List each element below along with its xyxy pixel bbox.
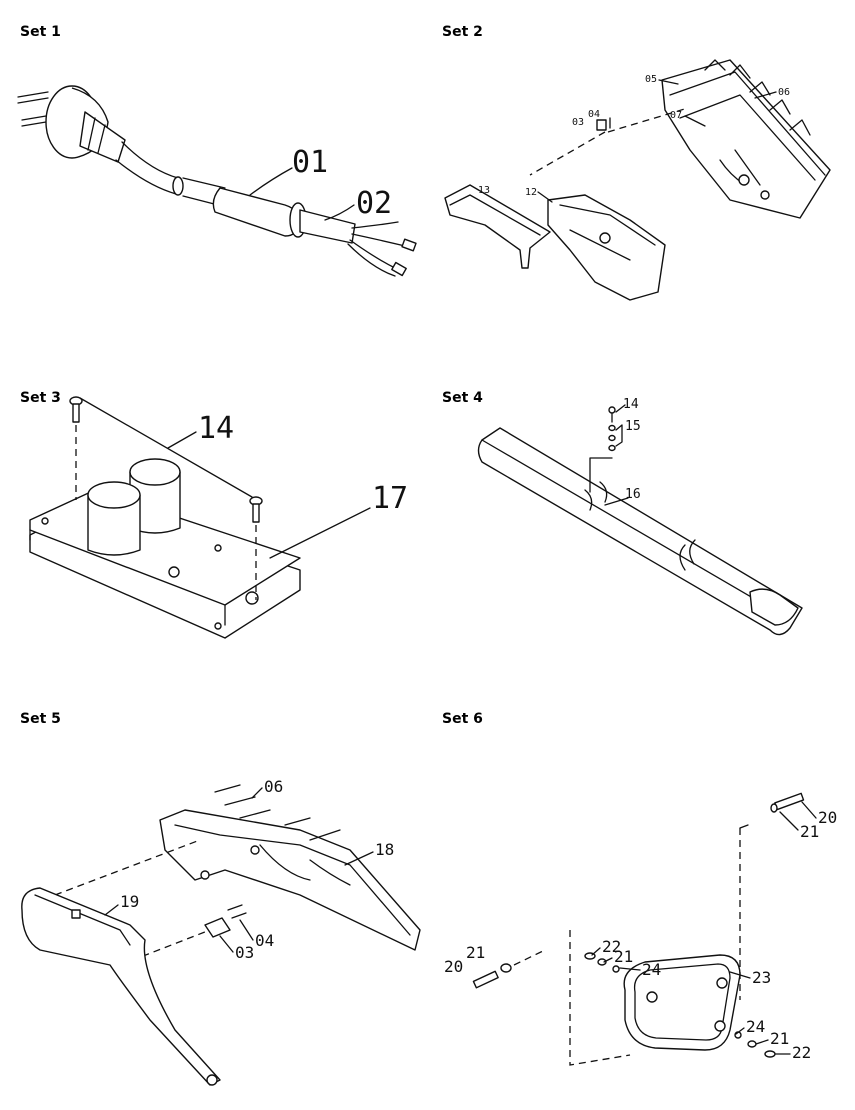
label-14: 14 [623,397,639,412]
wire-ends [347,221,417,277]
set-4-title: Set 4 [442,390,483,406]
upper-housing-half [661,59,831,219]
label-17: 17 [372,481,408,516]
set-5-frame-diagram: 06 18 19 04 03 [21,777,421,1086]
label-03: 03 [235,943,254,962]
label-06: 06 [264,777,283,796]
label-15: 15 [625,419,641,434]
set-2-housing-diagram: 05 06 07 04 03 12 13 [444,59,831,301]
set-4-tube-diagram: 14 15 16 [477,397,803,636]
tube [477,427,803,636]
leader-01 [249,167,293,196]
lower-housing-half [547,194,666,301]
label-22-right: 22 [792,1043,811,1062]
frame-upper [159,809,421,951]
clip-part [596,117,611,131]
bracket-part [204,904,247,938]
plug [17,85,126,163]
capacitor-rear [129,458,181,534]
screw-left [69,396,83,423]
label-22-left: 22 [602,937,621,956]
label-18: 18 [375,840,394,859]
set-3-circuit-board-diagram: 14 17 [29,396,408,639]
set-3-title: Set 3 [20,390,61,406]
frame-screws [214,784,341,841]
top-screw [770,792,805,813]
handle-arm [21,887,221,1086]
label-21-right: 21 [770,1029,789,1048]
strain-relief [212,187,356,244]
label-21-mid: 21 [614,947,633,966]
set-4-leader-lines [589,404,629,506]
ring [623,954,741,1051]
label-21-left: 21 [466,943,485,962]
set-1-title: Set 1 [20,24,61,40]
label-13: 13 [478,185,490,196]
handle-part [444,184,551,269]
label-01: 01 [292,145,328,180]
label-02: 02 [356,186,392,221]
label-19: 19 [120,892,139,911]
label-05: 05 [645,74,657,85]
label-03: 03 [572,117,584,128]
label-23: 23 [752,968,771,987]
set-6-title: Set 6 [442,711,483,727]
set-6-ring-diagram: 20 21 20 21 22 21 24 23 24 21 22 [444,792,837,1066]
leader-02 [324,204,355,221]
label-20-top: 20 [818,808,837,827]
screw-and-washers [608,406,616,452]
label-04: 04 [588,109,600,120]
label-14: 14 [198,411,234,446]
set-2-title: Set 2 [442,24,483,40]
label-24-right: 24 [746,1017,765,1036]
label-12: 12 [525,187,537,198]
set-2-assembly-line [529,107,689,176]
label-06: 06 [778,87,790,98]
set-5-title: Set 5 [20,711,61,727]
left-screw [472,963,512,989]
label-24-left: 24 [642,960,661,979]
label-21-top: 21 [800,822,819,841]
label-07: 07 [670,110,682,121]
cable [115,141,226,207]
set-1-power-cord-diagram: 01 02 [17,85,417,277]
screw-right [249,496,263,523]
label-20-left: 20 [444,957,463,976]
label-16: 16 [625,487,641,502]
set-5-assembly-line-1 [54,839,201,896]
label-04: 04 [255,931,274,950]
capacitor-front [87,481,141,556]
set-6-assembly-line-left [513,930,631,1066]
